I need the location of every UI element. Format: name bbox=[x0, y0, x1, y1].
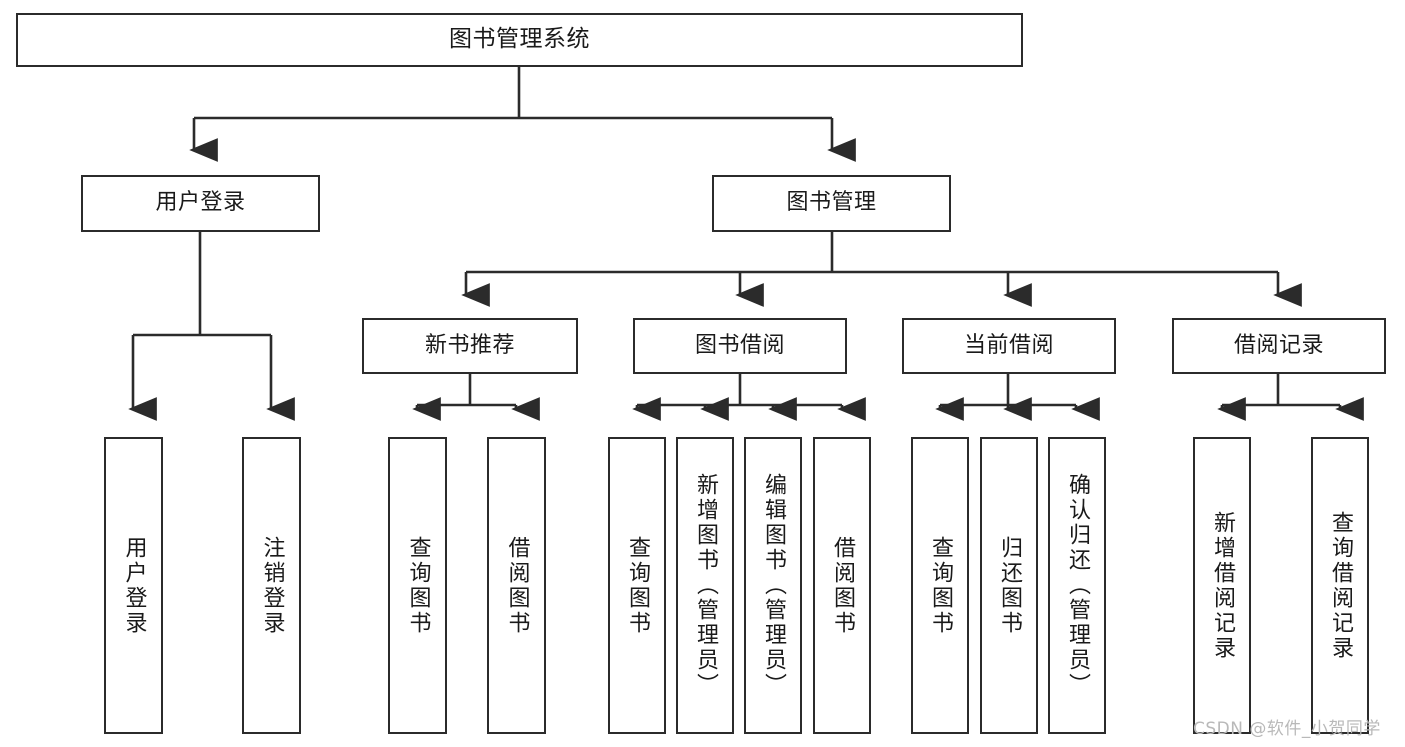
node-label: 图书管理系统 bbox=[449, 26, 590, 53]
leaf-query-book-current[interactable]: 查询图书 bbox=[911, 437, 969, 734]
node-label: 图书管理 bbox=[786, 190, 877, 216]
node-label: 新增借阅记录 bbox=[1210, 510, 1235, 661]
leaf-user-logout[interactable]: 注销登录 bbox=[242, 437, 301, 734]
node-label: 新书推荐 bbox=[424, 332, 515, 358]
node-new-book-recommend[interactable]: 新书推荐 bbox=[362, 318, 578, 374]
leaf-query-borrow-record[interactable]: 查询借阅记录 bbox=[1311, 437, 1369, 734]
node-label: 编辑图书（管理员） bbox=[761, 473, 786, 698]
node-label: 查询图书 bbox=[405, 535, 431, 636]
leaf-add-book-admin[interactable]: 新增图书（管理员） bbox=[676, 437, 734, 734]
leaf-borrow-book[interactable]: 借阅图书 bbox=[813, 437, 871, 734]
node-borrow-record[interactable]: 借阅记录 bbox=[1172, 318, 1386, 374]
node-label: 用户登录 bbox=[155, 190, 246, 216]
leaf-query-book-recommend[interactable]: 查询图书 bbox=[388, 437, 447, 734]
node-label: 借阅图书 bbox=[830, 535, 855, 636]
node-book-borrow[interactable]: 图书借阅 bbox=[633, 318, 847, 374]
node-label: 归还图书 bbox=[997, 535, 1022, 636]
node-book-management[interactable]: 图书管理 bbox=[712, 175, 951, 232]
node-label: 确认归还（管理员） bbox=[1065, 473, 1090, 698]
leaf-edit-book-admin[interactable]: 编辑图书（管理员） bbox=[744, 437, 802, 734]
node-label: 查询图书 bbox=[928, 535, 953, 636]
node-root-book-management-system[interactable]: 图书管理系统 bbox=[16, 13, 1023, 67]
node-label: 用户登录 bbox=[121, 535, 147, 636]
node-current-borrow[interactable]: 当前借阅 bbox=[902, 318, 1116, 374]
leaf-confirm-return-admin[interactable]: 确认归还（管理员） bbox=[1048, 437, 1106, 734]
leaf-user-login[interactable]: 用户登录 bbox=[104, 437, 163, 734]
leaf-query-book-borrow[interactable]: 查询图书 bbox=[608, 437, 666, 734]
node-label: 借阅记录 bbox=[1233, 332, 1324, 358]
node-label: 当前借阅 bbox=[963, 332, 1054, 358]
node-user-login[interactable]: 用户登录 bbox=[81, 175, 320, 232]
node-label: 查询借阅记录 bbox=[1328, 510, 1353, 661]
node-label: 查询图书 bbox=[625, 535, 650, 636]
leaf-return-book[interactable]: 归还图书 bbox=[980, 437, 1038, 734]
node-label: 借阅图书 bbox=[504, 535, 530, 636]
node-label: 新增图书（管理员） bbox=[693, 473, 718, 698]
node-label: 注销登录 bbox=[259, 535, 285, 636]
leaf-borrow-book-recommend[interactable]: 借阅图书 bbox=[487, 437, 546, 734]
node-label: 图书借阅 bbox=[694, 332, 785, 358]
leaf-add-borrow-record[interactable]: 新增借阅记录 bbox=[1193, 437, 1251, 734]
